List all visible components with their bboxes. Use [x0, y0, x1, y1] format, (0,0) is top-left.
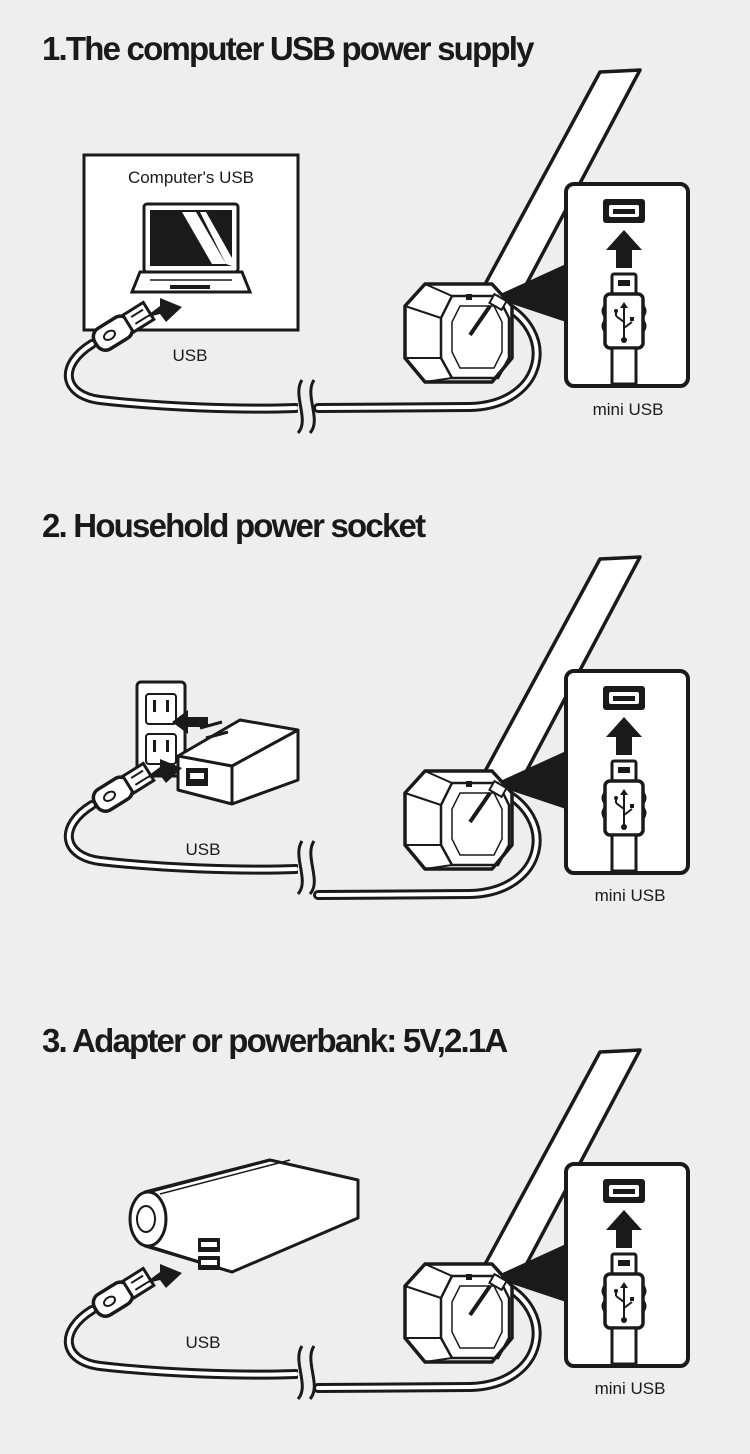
source-label: Computer's USB: [128, 168, 254, 187]
usb-label: USB: [186, 840, 221, 859]
usb-label: USB: [186, 1333, 221, 1352]
wall-adapter-icon: [176, 718, 300, 806]
household-socket-illustration: USB mini USB: [0, 487, 750, 905]
lamp-with-inset: [318, 1050, 688, 1388]
section-title: 3. Adapter or powerbank: 5V,2.1A: [42, 1022, 508, 1059]
lamp-with-inset: [318, 70, 688, 408]
section-title: 1.The computer USB power supply: [42, 30, 534, 67]
computer-usb-illustration: Computer's USB USB mini USB: [0, 0, 750, 480]
mini-usb-label: mini USB: [593, 400, 664, 419]
mini-usb-label: mini USB: [595, 1379, 666, 1398]
powerbank-icon: [128, 1158, 360, 1274]
section-household-socket: 2. Household power socket: [0, 487, 750, 977]
usb-plug-cable: [69, 1264, 316, 1399]
section-powerbank: 3. Adapter or powerbank: 5V,2.1A USB min…: [0, 980, 750, 1454]
powerbank-illustration: USB mini USB: [0, 980, 750, 1454]
lamp-with-inset: [318, 557, 688, 895]
mini-usb-label: mini USB: [595, 886, 666, 905]
laptop-icon: [82, 153, 300, 332]
section-title: 2. Household power socket: [42, 507, 426, 544]
section-computer-usb: 1.The computer USB power supply Computer…: [0, 0, 750, 480]
usb-label: USB: [173, 346, 208, 365]
